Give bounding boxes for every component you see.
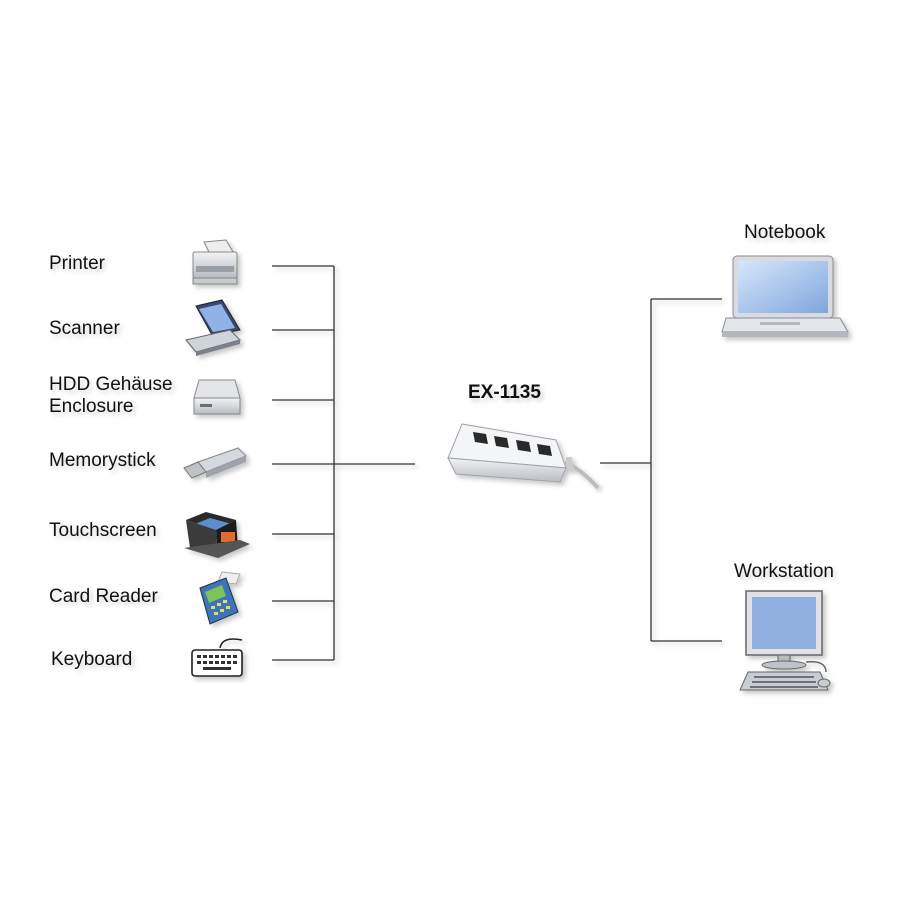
device-label-card-reader: Card Reader [49,586,158,607]
notebook-icon [721,255,849,337]
usb-stick-icon [183,447,247,479]
hub-model-label: EX-1135 [468,382,541,403]
host-label-notebook: Notebook [744,222,826,243]
device-label-scanner: Scanner [49,318,120,339]
keyboard-icon [191,638,243,677]
printer-icon [192,239,238,285]
device-label-touchscreen: Touchscreen [49,520,157,541]
device-label-hdd-line1: HDD Gehäuse [49,374,173,395]
scanner-icon [185,299,241,356]
card-reader-icon [199,571,241,625]
workstation-icon [739,590,831,691]
usb-hub-icon [447,423,600,490]
device-label-printer: Printer [49,253,105,274]
device-label-hdd-line2: Enclosure [49,396,134,417]
connector-lines [272,265,722,661]
hdd-enclosure-icon [193,379,241,415]
touchscreen-pos-icon [184,512,250,558]
device-label-keyboard: Keyboard [51,649,133,670]
host-label-workstation: Workstation [734,561,834,582]
device-label-memorystick: Memorystick [49,450,156,471]
